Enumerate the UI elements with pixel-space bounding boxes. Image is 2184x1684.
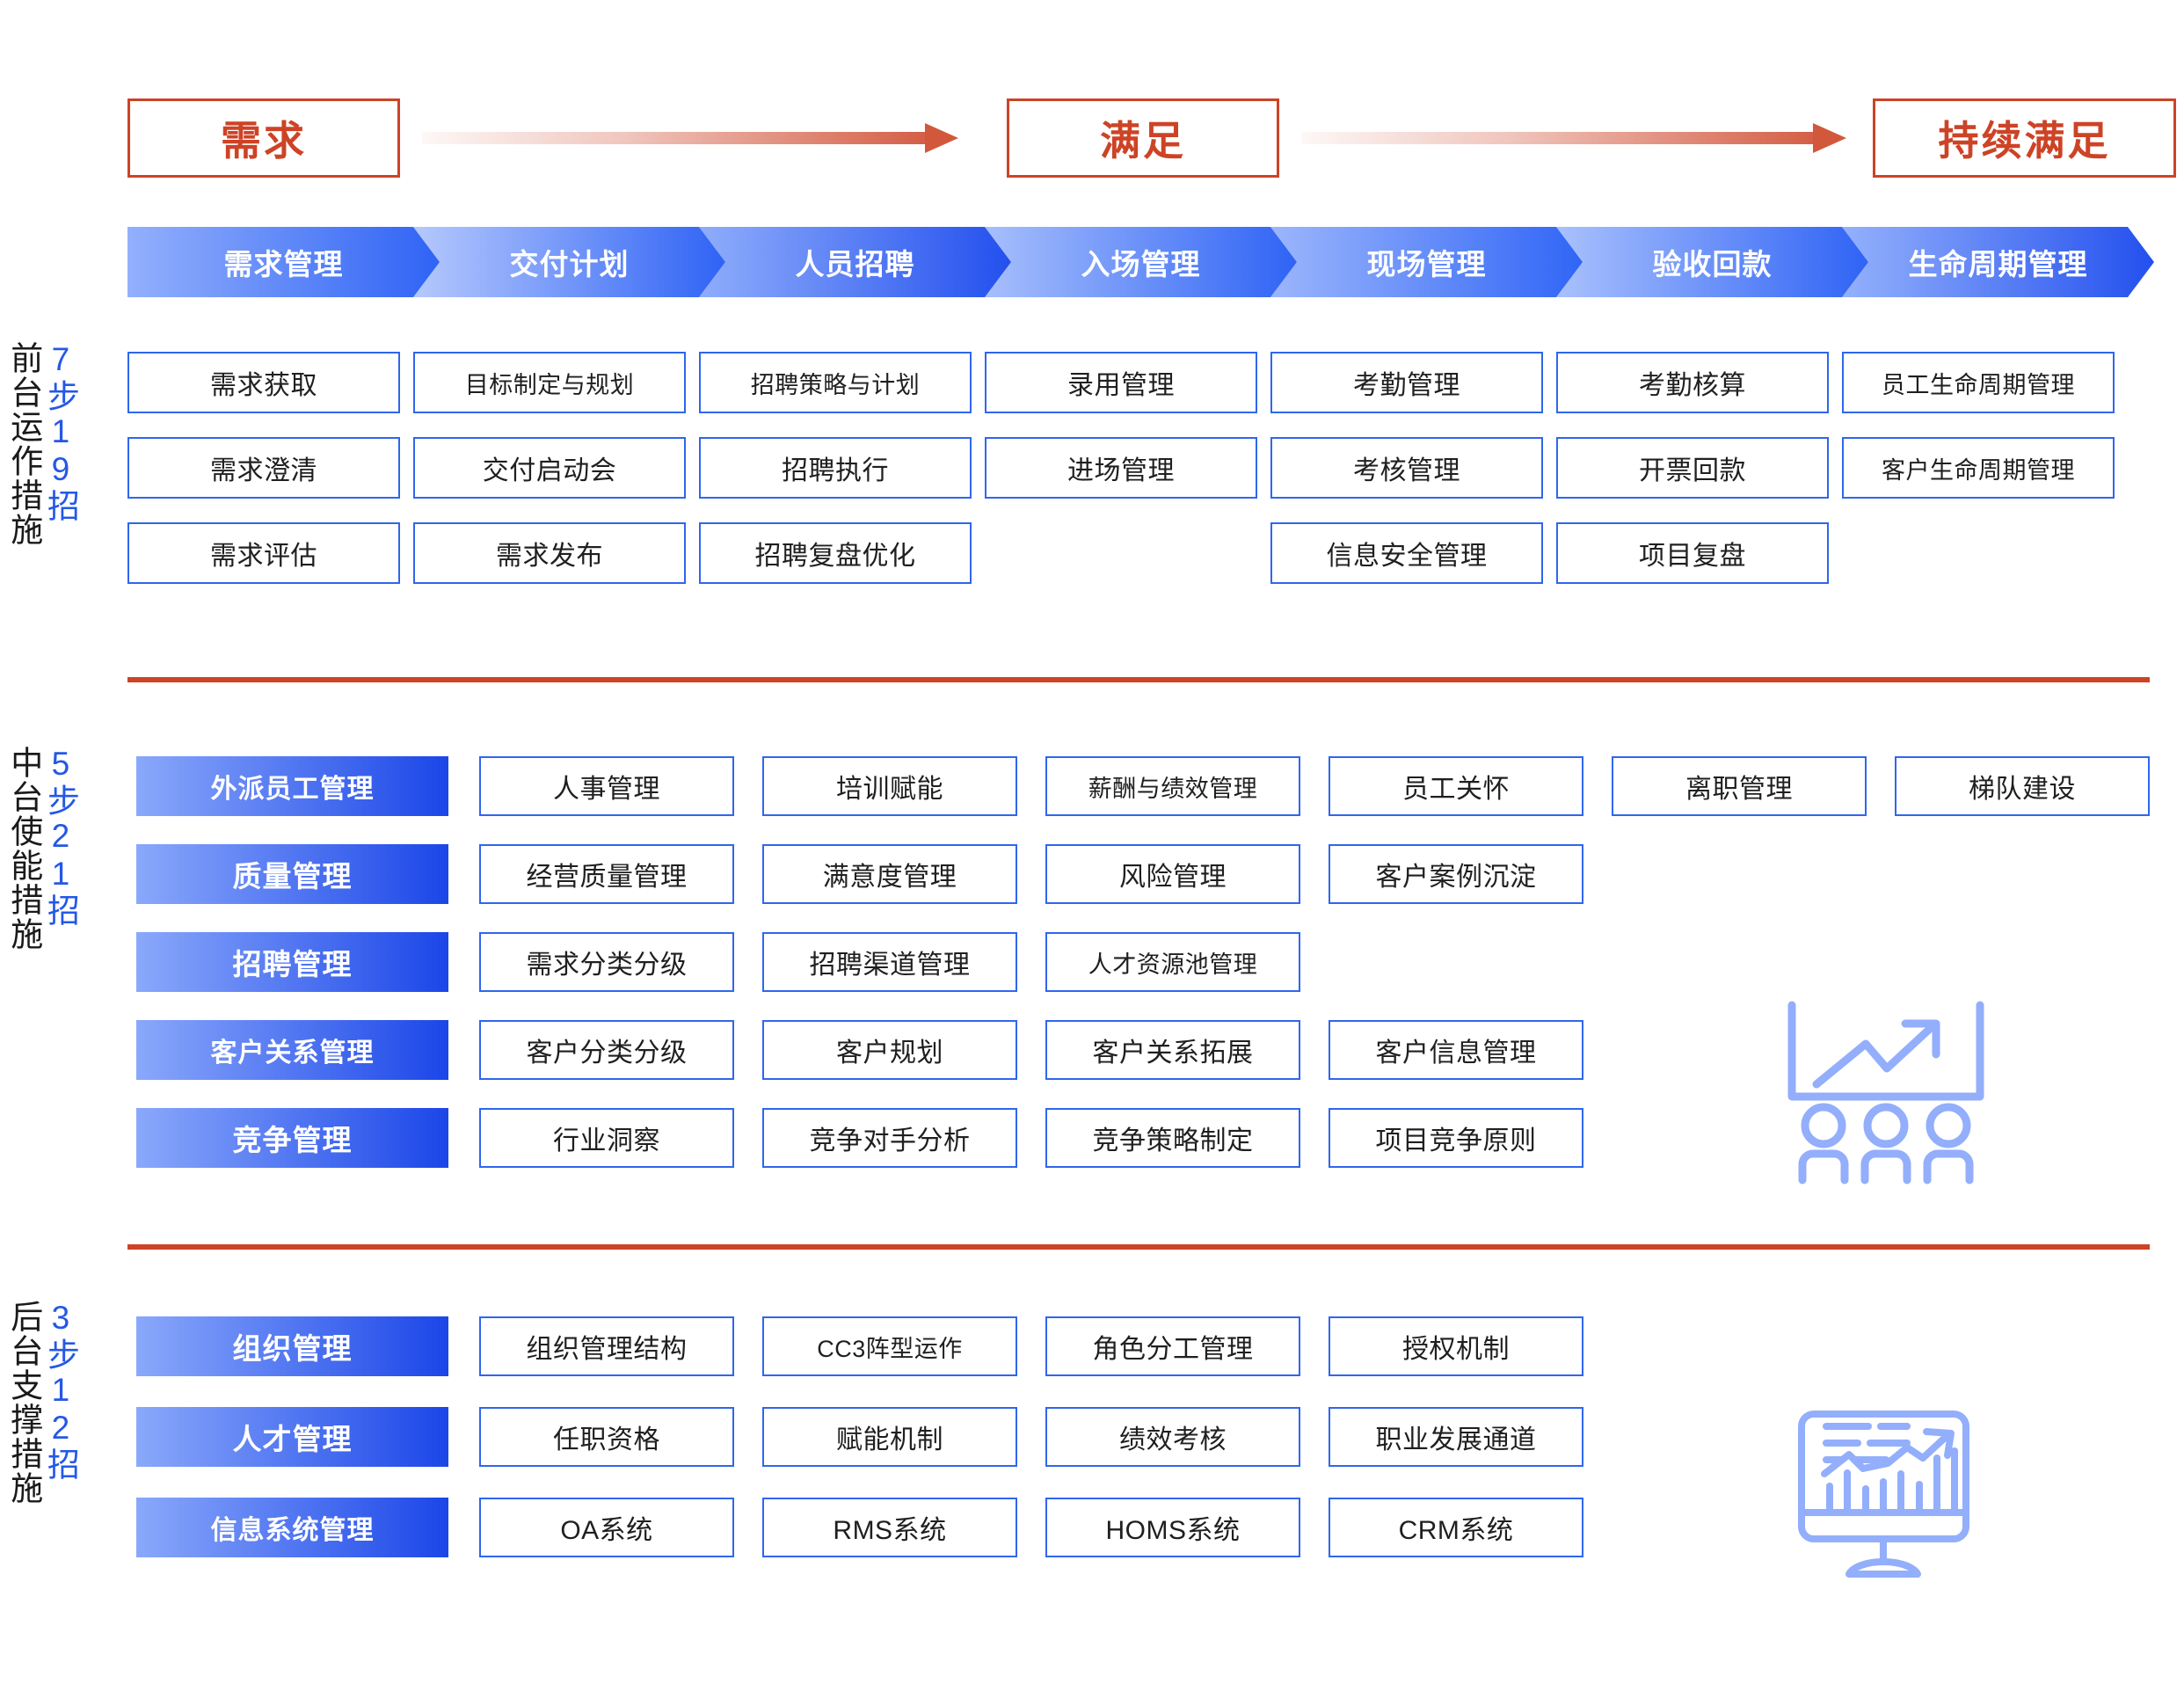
measure-cell[interactable]: 梯队建设 [1895, 756, 2150, 816]
phase-box-2: 持续满足 [1873, 98, 2176, 178]
measure-cell[interactable]: 需求发布 [413, 522, 686, 584]
measure-cell[interactable]: 招聘执行 [699, 437, 972, 499]
measure-cell[interactable]: 培训赋能 [762, 756, 1017, 816]
process-step-2[interactable]: 人员招聘 [699, 227, 1011, 297]
measure-cell[interactable]: CRM系统 [1329, 1498, 1583, 1557]
measure-cell[interactable]: 进场管理 [985, 437, 1257, 499]
measure-cell[interactable]: 客户信息管理 [1329, 1020, 1583, 1080]
measure-cell[interactable]: 员工生命周期管理 [1842, 352, 2115, 413]
category-cell[interactable]: 外派员工管理 [136, 756, 448, 816]
measure-cell[interactable]: 客户案例沉淀 [1329, 844, 1583, 904]
measure-cell[interactable]: 满意度管理 [762, 844, 1017, 904]
category-cell[interactable]: 组织管理 [136, 1316, 448, 1376]
measure-cell[interactable]: 考勤核算 [1556, 352, 1829, 413]
category-cell[interactable]: 竞争管理 [136, 1108, 448, 1168]
measure-cell[interactable]: 需求分类分级 [479, 932, 734, 992]
measure-cell[interactable]: 招聘策略与计划 [699, 352, 972, 413]
measure-cell[interactable]: 需求获取 [127, 352, 400, 413]
measure-cell[interactable]: 员工关怀 [1329, 756, 1583, 816]
group-label-name: 前台运作措施 [5, 341, 42, 547]
phase-box-0: 需求 [127, 98, 400, 178]
measure-cell[interactable]: 角色分工管理 [1045, 1316, 1300, 1376]
measure-cell[interactable]: 竞争对手分析 [762, 1108, 1017, 1168]
category-cell[interactable]: 客户关系管理 [136, 1020, 448, 1080]
measure-cell[interactable]: 需求评估 [127, 522, 400, 584]
group-label-count: 3步12招 [42, 1300, 79, 1482]
measure-cell[interactable]: RMS系统 [762, 1498, 1017, 1557]
measure-cell[interactable]: 需求澄清 [127, 437, 400, 499]
measure-cell[interactable]: 录用管理 [985, 352, 1257, 413]
divider-front-middle [127, 677, 2150, 682]
process-step-6[interactable]: 生命周期管理 [1842, 227, 2154, 297]
measure-cell[interactable]: 人才资源池管理 [1045, 932, 1300, 992]
measure-cell[interactable]: 考勤管理 [1270, 352, 1543, 413]
measure-cell[interactable]: 考核管理 [1270, 437, 1543, 499]
group-label-name: 后台支撑措施 [5, 1300, 42, 1505]
category-cell[interactable]: 人才管理 [136, 1407, 448, 1467]
measure-cell[interactable]: 招聘复盘优化 [699, 522, 972, 584]
measure-cell[interactable]: 客户关系拓展 [1045, 1020, 1300, 1080]
group-label-count: 5步21招 [42, 746, 79, 928]
arrow-satisfy-to-ongoing [1301, 123, 1846, 153]
divider-middle-back [127, 1244, 2150, 1250]
measure-cell[interactable]: 项目竞争原则 [1329, 1108, 1583, 1168]
process-step-5[interactable]: 验收回款 [1556, 227, 1868, 297]
process-step-3[interactable]: 入场管理 [985, 227, 1297, 297]
category-cell[interactable]: 质量管理 [136, 844, 448, 904]
measure-cell[interactable]: 目标制定与规划 [413, 352, 686, 413]
measure-cell[interactable]: 人事管理 [479, 756, 734, 816]
category-cell[interactable]: 招聘管理 [136, 932, 448, 992]
measure-cell[interactable]: 客户规划 [762, 1020, 1017, 1080]
measure-cell[interactable]: 客户生命周期管理 [1842, 437, 2115, 499]
measure-cell[interactable]: 薪酬与绩效管理 [1045, 756, 1300, 816]
presentation-growth-icon [1785, 998, 1987, 1187]
group-label-count: 7步19招 [42, 341, 79, 523]
measure-cell[interactable]: 竞争策略制定 [1045, 1108, 1300, 1168]
measure-cell[interactable]: HOMS系统 [1045, 1498, 1300, 1557]
measure-cell[interactable]: CC3阵型运作 [762, 1316, 1017, 1376]
measure-cell[interactable]: 行业洞察 [479, 1108, 734, 1168]
measure-cell[interactable]: 任职资格 [479, 1407, 734, 1467]
measure-cell[interactable]: 风险管理 [1045, 844, 1300, 904]
measure-cell[interactable]: 项目复盘 [1556, 522, 1829, 584]
process-chevron-row: 需求管理交付计划人员招聘入场管理现场管理验收回款生命周期管理 [127, 227, 2150, 297]
measure-cell[interactable]: 组织管理结构 [479, 1316, 734, 1376]
process-step-1[interactable]: 交付计划 [413, 227, 725, 297]
measure-cell[interactable]: 客户分类分级 [479, 1020, 734, 1080]
measure-cell[interactable]: 经营质量管理 [479, 844, 734, 904]
process-step-0[interactable]: 需求管理 [127, 227, 440, 297]
measure-cell[interactable]: 赋能机制 [762, 1407, 1017, 1467]
phase-box-1: 满足 [1007, 98, 1279, 178]
measure-cell[interactable]: OA系统 [479, 1498, 734, 1557]
measure-cell[interactable]: 授权机制 [1329, 1316, 1583, 1376]
measure-cell[interactable]: 信息安全管理 [1270, 522, 1543, 584]
measure-cell[interactable]: 离职管理 [1612, 756, 1867, 816]
category-cell[interactable]: 信息系统管理 [136, 1498, 448, 1557]
arrow-demand-to-satisfy [422, 123, 958, 153]
group-label-name: 中台使能措施 [5, 746, 42, 951]
measure-cell[interactable]: 开票回款 [1556, 437, 1829, 499]
measure-cell[interactable]: 招聘渠道管理 [762, 932, 1017, 992]
measure-cell[interactable]: 绩效考核 [1045, 1407, 1300, 1467]
measure-cell[interactable]: 职业发展通道 [1329, 1407, 1583, 1467]
process-step-4[interactable]: 现场管理 [1270, 227, 1583, 297]
measure-cell[interactable]: 交付启动会 [413, 437, 686, 499]
monitor-dashboard-icon [1789, 1407, 1978, 1596]
